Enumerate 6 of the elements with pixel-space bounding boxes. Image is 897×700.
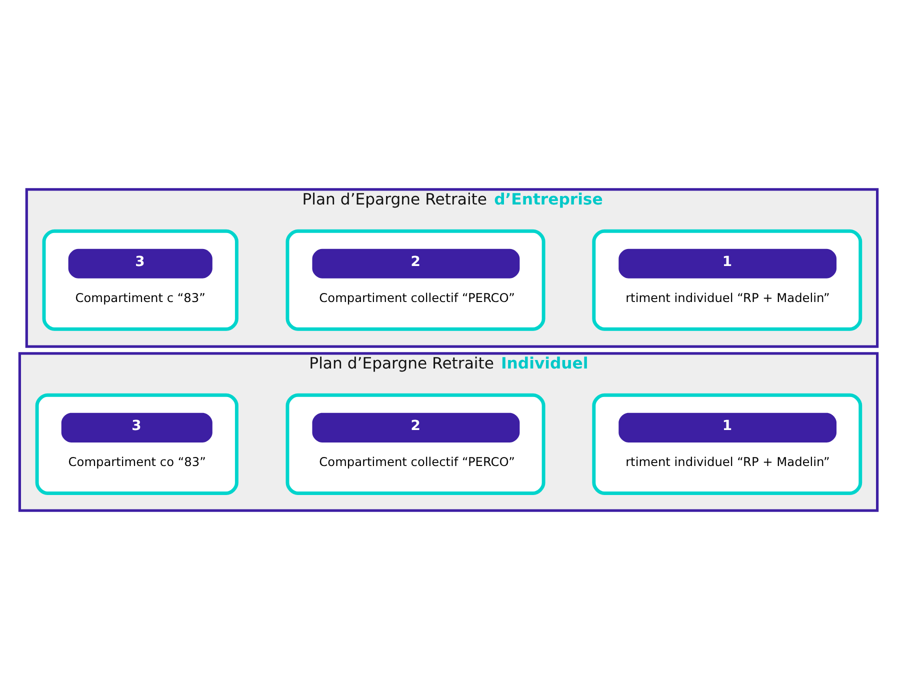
node-box: 3 Compartiment co “83” bbox=[35, 393, 238, 495]
node-box: 1 rtiment individuel “RP + Madelin” bbox=[592, 393, 862, 495]
node-box: 1 rtiment individuel “RP + Madelin” bbox=[592, 229, 862, 331]
node-box: 3 Compartiment c “83” bbox=[42, 229, 238, 331]
node-box: 2 Compartiment collectif “PERCO” bbox=[286, 229, 546, 331]
node-box: 2 Compartiment collectif “PERCO” bbox=[286, 393, 546, 495]
